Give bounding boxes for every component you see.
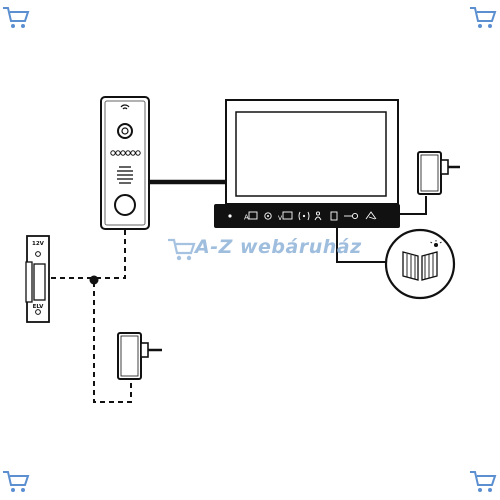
monitor-to-gate-wire [336,228,386,263]
svg-text:A: A [244,214,249,222]
lock-top-label: 12V [32,241,45,247]
call-button-icon [114,194,136,216]
video-icon: V [278,211,293,222]
cart-icon-bottom-right [470,471,497,492]
power-adapter-lock [117,332,162,380]
person-icon [314,211,322,221]
camera-icon [264,212,272,220]
power-icon [228,214,232,218]
gate-icon [365,211,377,220]
power-adapter-monitor [417,151,460,195]
electric-lock: 12V ELV [25,235,50,323]
wire-junction-dot [89,275,99,285]
svg-text:V: V [278,215,283,222]
gate-warning-light-icon [430,240,442,248]
intercom-icon [298,211,310,221]
outdoor-door-panel [100,96,150,230]
monitor-button-bar [214,204,400,228]
panel-to-lock-wire [50,230,126,279]
speaker-grill-icon [117,166,133,184]
cart-icon-bottom-left [3,471,30,492]
menu-icon [330,211,338,221]
lock-bottom-label: ELV [33,304,45,310]
photo-icon: A [244,211,258,222]
unlock-icon [344,212,359,220]
indoor-monitor: A V [214,99,400,228]
watermark-text: A-Z webáruház [195,236,362,258]
junction-to-adapter-wire [93,282,132,403]
cart-icon-top-left [3,7,30,28]
ir-sensor-icon [120,104,130,110]
led-row-icon [110,150,141,156]
cart-icon-top-right [470,7,497,28]
gate-opener [384,228,456,300]
monitor-to-adapter-wire [400,196,427,215]
watermark-cart-icon [168,238,196,261]
